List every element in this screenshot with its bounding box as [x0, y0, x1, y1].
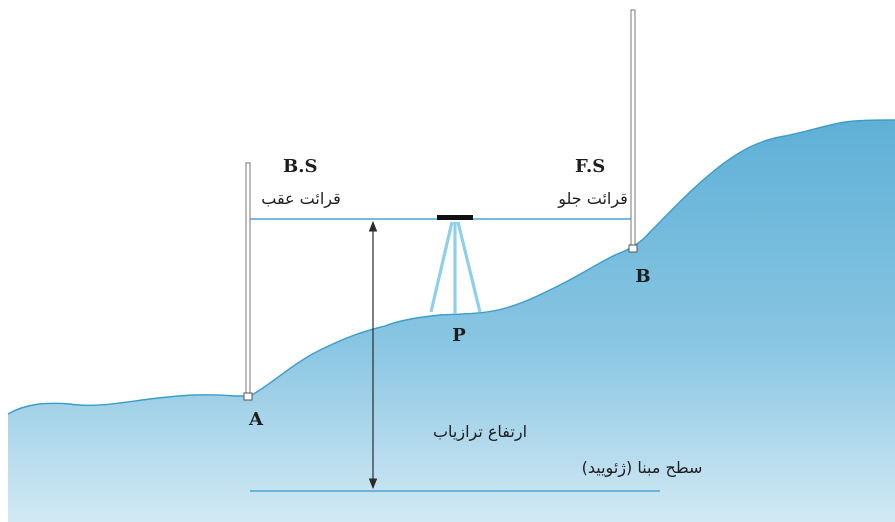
staff-a-rod	[245, 162, 251, 395]
staff-b	[628, 9, 638, 253]
point-p-label: P	[452, 325, 466, 346]
level-instrument	[429, 215, 482, 314]
terrain-edge	[7, 119, 895, 415]
point-a-label: A	[248, 409, 264, 430]
terrain	[8, 120, 895, 522]
datum-label: سطح مبنا (ژئویید)	[582, 458, 703, 478]
point-b-label: B	[635, 266, 650, 287]
back-sight-code: B.S	[283, 156, 317, 177]
back-sight-label: قرائت عقب	[261, 189, 341, 209]
fore-sight-label: قرائت جلو	[557, 189, 628, 209]
fore-sight-code: F.S	[575, 156, 605, 177]
staff-a	[243, 162, 253, 401]
tripod-leg-right	[456, 221, 482, 313]
instrument-elevation-label: ارتفاع ترازیاب	[433, 422, 527, 442]
instrument-head	[437, 215, 473, 220]
staff-a-base	[243, 392, 253, 401]
tripod-leg-left	[429, 221, 454, 313]
staff-b-rod	[630, 9, 636, 247]
staff-b-base	[628, 244, 638, 253]
